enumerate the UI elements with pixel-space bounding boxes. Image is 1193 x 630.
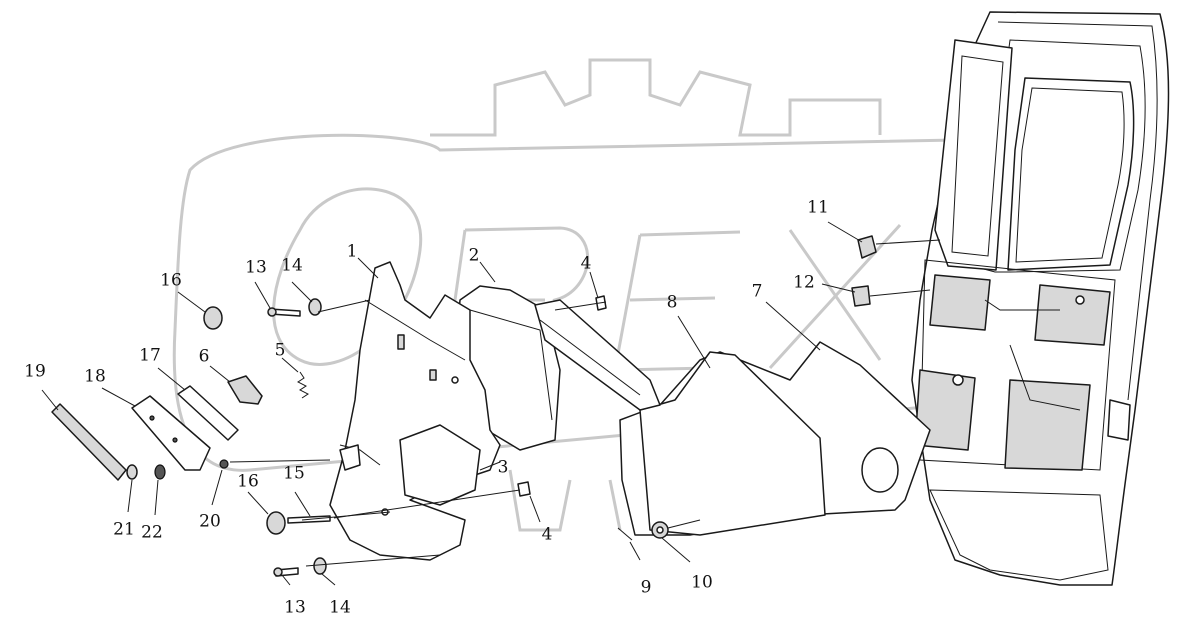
callout-16-lower: 16: [237, 472, 259, 492]
washer-22: [154, 464, 166, 480]
plate-17: [177, 385, 239, 441]
callout-9: 9: [641, 578, 652, 598]
callout-16-upper: 16: [160, 271, 182, 291]
callout-13-upper: 13: [245, 258, 267, 278]
grommet-10: [651, 521, 669, 539]
callout-4-upper: 4: [581, 254, 592, 274]
screw-13-lower: [273, 567, 299, 577]
callout-12: 12: [793, 273, 815, 293]
callout-10: 10: [691, 573, 713, 593]
callout-19: 19: [24, 362, 46, 382]
cover-19: [51, 403, 127, 481]
knob-16-upper: [203, 306, 223, 330]
callout-18: 18: [84, 367, 106, 387]
callout-5: 5: [275, 341, 286, 361]
callout-6: 6: [199, 347, 210, 367]
watermark-bottom-gear: [508, 469, 622, 532]
door-pocket: [399, 424, 481, 506]
callout-14-upper: 14: [281, 256, 303, 276]
upper-bracket: [534, 299, 661, 411]
pin-9: [617, 527, 633, 541]
callout-13-lower: 13: [284, 598, 306, 618]
washer-14-upper: [308, 298, 322, 316]
leader-lines: [41, 221, 941, 586]
callout-14-lower: 14: [329, 598, 351, 618]
washer-14-lower: [313, 557, 327, 575]
callout-11: 11: [807, 198, 829, 218]
screw-13-upper: [267, 307, 301, 317]
watermark-letter-e: [613, 230, 741, 372]
callout-21: 21: [113, 520, 135, 540]
screw-4-lower: [517, 481, 531, 497]
knob-16-lower: [266, 511, 286, 535]
door-frame: [911, 11, 1170, 586]
clip-12: [851, 285, 871, 307]
speaker-hole: [861, 447, 899, 493]
callout-labels: 1 2 3 4 4 5 6 7 8 9 10 11 12 13 13 14 14…: [24, 198, 829, 618]
callout-22: 22: [141, 523, 163, 543]
watermark-gear: [430, 58, 882, 137]
callout-3: 3: [498, 458, 509, 478]
callout-1: 1: [347, 242, 358, 262]
callout-8: 8: [667, 293, 678, 313]
spring-5: [297, 371, 309, 399]
watermark-letter-x: [768, 223, 902, 370]
callout-2: 2: [469, 246, 480, 266]
clip-11: [857, 235, 877, 259]
nut-20: [219, 459, 229, 469]
callout-20: 20: [199, 512, 221, 532]
handle-6: [227, 375, 263, 405]
watermark-logo: [172, 58, 1092, 532]
callout-17: 17: [139, 346, 161, 366]
callout-7: 7: [752, 282, 763, 302]
callout-4-lower: 4: [542, 525, 553, 545]
bracket-18: [131, 395, 211, 471]
callout-15: 15: [283, 464, 305, 484]
bolt-21: [126, 464, 138, 480]
